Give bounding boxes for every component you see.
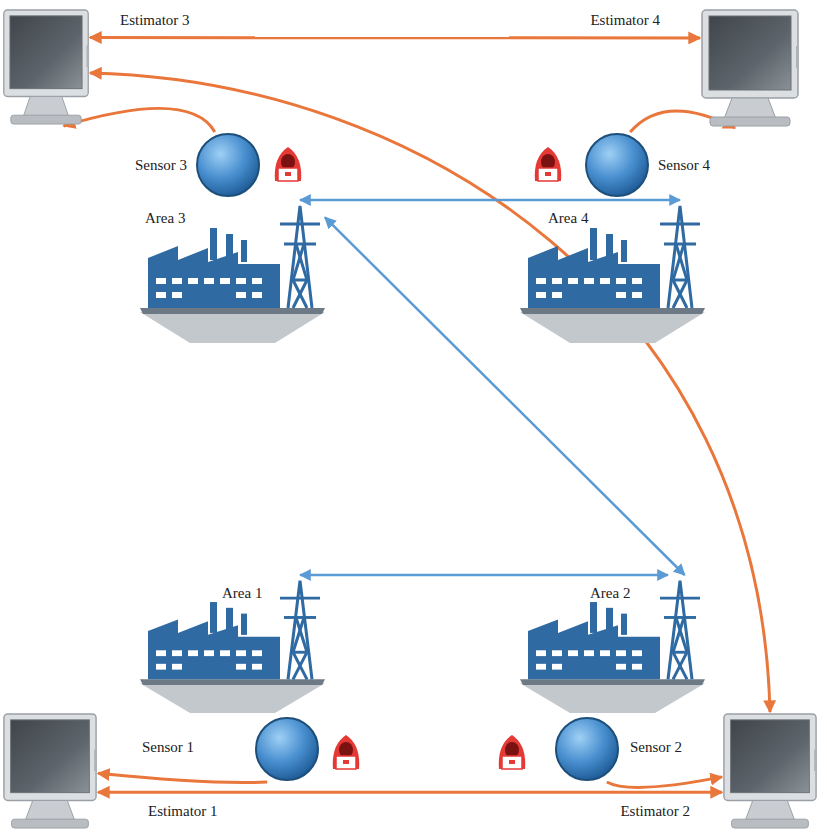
power-line-arrow bbox=[325, 217, 685, 575]
node-label: Area 4 bbox=[548, 209, 588, 227]
node-label: Area 3 bbox=[145, 209, 185, 227]
monitor-icon bbox=[700, 8, 800, 128]
sensor-sphere bbox=[254, 716, 320, 782]
monitor-icon bbox=[2, 8, 90, 126]
area-node: Area 4 bbox=[520, 200, 705, 345]
hacker-icon bbox=[535, 147, 561, 181]
communication-arrow bbox=[607, 777, 722, 788]
sensor-node: Sensor 4 bbox=[584, 132, 650, 198]
node-label: Sensor 4 bbox=[658, 156, 710, 174]
sensor-node: Sensor 3 bbox=[195, 132, 261, 198]
area-node: Area 1 bbox=[140, 575, 325, 715]
node-label: Area 1 bbox=[222, 584, 262, 602]
power-line-arrow bbox=[300, 574, 668, 577]
node-label: Sensor 3 bbox=[135, 156, 187, 174]
communication-arrow bbox=[90, 36, 700, 40]
hacker-icon bbox=[499, 735, 525, 769]
monitor-icon bbox=[2, 712, 98, 830]
node-label: Estimator 3 bbox=[120, 11, 190, 29]
sensor-sphere bbox=[195, 132, 261, 198]
node-label: Estimator 1 bbox=[148, 802, 218, 820]
sensor-sphere bbox=[554, 716, 620, 782]
communication-arrow bbox=[64, 108, 215, 132]
node-label: Estimator 4 bbox=[590, 11, 660, 29]
estimator-node: Estimator 1 bbox=[2, 712, 98, 830]
estimator-node: Estimator 3 bbox=[2, 8, 90, 126]
sensor-node: Sensor 2 bbox=[554, 716, 620, 782]
factory-area-icon bbox=[520, 200, 705, 345]
hacker-icon bbox=[275, 147, 301, 181]
area-node: Area 3 bbox=[140, 200, 325, 345]
sensor-sphere bbox=[584, 132, 650, 198]
communication-arrow bbox=[98, 773, 267, 782]
estimator-node: Estimator 4 bbox=[700, 8, 800, 128]
node-label: Sensor 2 bbox=[630, 738, 682, 756]
node-label: Estimator 2 bbox=[620, 802, 690, 820]
hacker-icon bbox=[333, 735, 359, 769]
communication-arrow bbox=[98, 791, 722, 794]
power-line-arrow bbox=[300, 199, 680, 202]
estimator-node: Estimator 2 bbox=[722, 712, 818, 830]
node-label: Area 2 bbox=[590, 584, 630, 602]
sensor-node: Sensor 1 bbox=[254, 716, 320, 782]
monitor-icon bbox=[722, 712, 818, 830]
node-label: Sensor 1 bbox=[142, 738, 194, 756]
communication-arrow bbox=[90, 73, 770, 712]
area-node: Area 2 bbox=[520, 575, 705, 715]
